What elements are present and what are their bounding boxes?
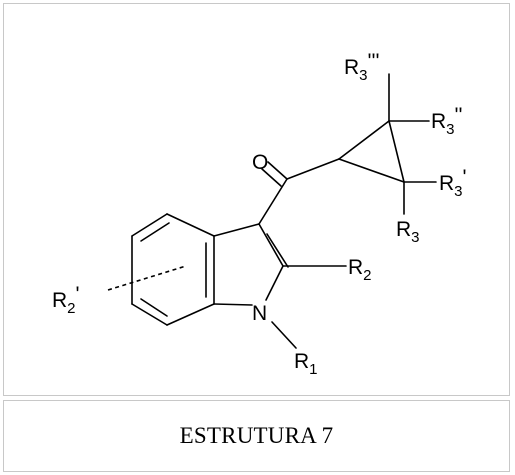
pyrrole-ring: [213, 223, 289, 306]
r3-triple-prime-label: R3''': [344, 50, 380, 84]
r3-prime-label: R3': [439, 166, 467, 200]
chemical-structure-diagram: O N R3''' R3'' R3' R3 R2 R2' R1: [52, 50, 467, 378]
r3-double-prime-label: R3'': [431, 104, 463, 138]
r2-prime-dashed-bond: [107, 265, 187, 291]
r1-label: R1: [294, 350, 318, 378]
r1-bond: [271, 321, 297, 349]
carbonyl-group: [258, 158, 340, 225]
r2-prime-label: R2': [52, 283, 80, 317]
figure-caption: ESTRUTURA 7: [179, 423, 334, 448]
cyclopropane-ring: [338, 73, 437, 215]
r2-label: R2: [348, 256, 372, 284]
structure-cell: O N R3''' R3'' R3' R3 R2 R2' R1: [3, 3, 510, 396]
benzene-ring: [131, 213, 215, 326]
oxygen-label: O: [252, 151, 268, 174]
r3-label: R3: [396, 218, 420, 246]
caption-cell: ESTRUTURA 7: [3, 400, 510, 472]
nitrogen-label: N: [252, 302, 267, 325]
